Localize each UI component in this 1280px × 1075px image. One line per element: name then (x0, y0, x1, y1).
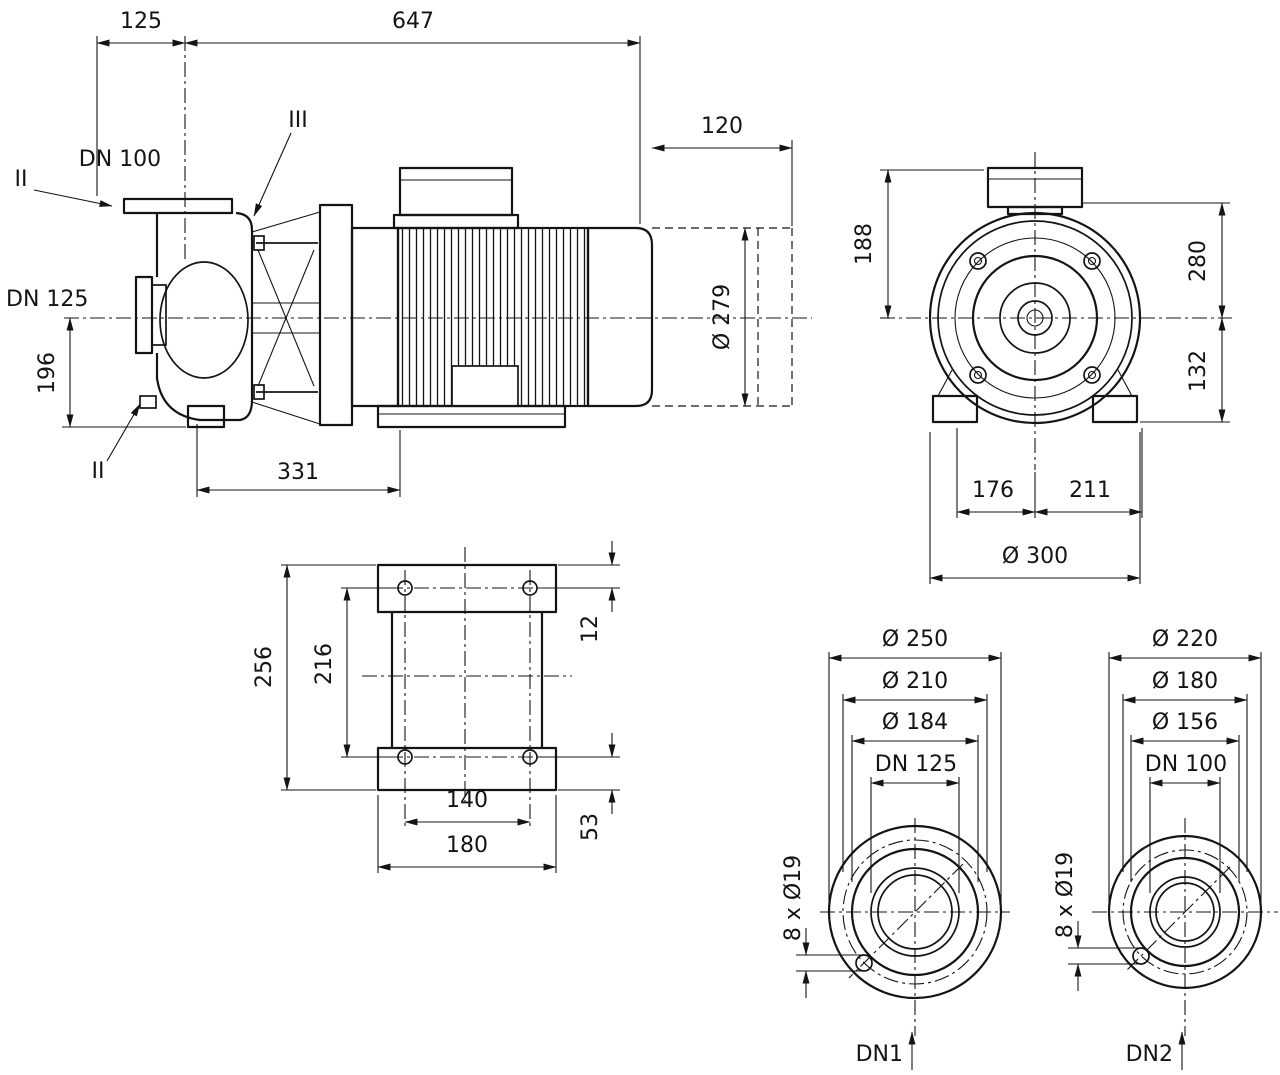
marker-iii-text: III (288, 108, 307, 133)
dim-text-120: 120 (701, 114, 743, 139)
dim-dia-156: Ø 156 (1130, 710, 1240, 882)
flange1-bolt-hole (855, 954, 873, 972)
flange-dn125-view: Ø 250 Ø 210 Ø 184 DN 125 8 x Ø19 (781, 627, 1010, 1070)
dim-text-132: 132 (1186, 350, 1211, 392)
dim-180: 180 (377, 795, 557, 873)
flange-dn100-view: Ø 220 Ø 180 Ø 156 DN 100 8 x Ø19 (1053, 627, 1278, 1070)
dim-text-dia220: Ø 220 (1152, 627, 1218, 652)
pump-volute (139, 211, 254, 422)
dim-text-12: 12 (578, 615, 603, 643)
fan-removal-clearance (652, 227, 793, 407)
dim-280: 280 (1082, 202, 1230, 319)
dim-text-dn100: DN 100 (1145, 752, 1227, 777)
dim-331: 331 (196, 424, 401, 497)
dim-text-331: 331 (277, 460, 319, 485)
mounting-holes (397, 580, 538, 765)
dim-text-280: 280 (1186, 240, 1211, 282)
dim-dn125: DN 125 (870, 752, 960, 893)
dim-flange2-bolt-holes: 8 x Ø19 (1053, 852, 1139, 991)
dim-53: 53 (539, 733, 620, 841)
dim-211: 211 (1034, 428, 1143, 518)
port-label-dn2: DN2 (1126, 1031, 1186, 1070)
lantern-bracket (251, 211, 321, 425)
dim-text-256: 256 (252, 646, 277, 688)
dim-text-180: 180 (446, 833, 488, 858)
dim-125: 125 (96, 9, 186, 196)
dim-dn100: DN 100 (1145, 752, 1227, 893)
pump-foot (186, 404, 226, 429)
dim-text-211: 211 (1069, 478, 1111, 503)
dim-text-dia156: Ø 156 (1152, 710, 1218, 735)
dim-text-216: 216 (312, 643, 337, 685)
base-view: 256 216 12 53 140 (252, 541, 620, 873)
dim-text-196: 196 (35, 352, 60, 394)
section-marker-ii-bottom: II (92, 403, 141, 484)
marker-ii-top-text: II (15, 167, 28, 192)
dim-text-dia184: Ø 184 (882, 710, 948, 735)
dim-text-188: 188 (852, 223, 877, 265)
dim-188: 188 (852, 169, 984, 319)
dim-text-140: 140 (446, 788, 488, 813)
dim-dia-180: Ø 180 (1122, 669, 1248, 872)
flange2-circles (1107, 834, 1263, 990)
flange1-circles (827, 824, 1003, 1000)
label-dn125: DN 125 (6, 287, 88, 312)
dim-text-125: 125 (120, 9, 162, 34)
side-view: 125 647 120 Ø 279 196 331 DN 100 DN (6, 9, 812, 497)
dim-12: 12 (539, 541, 620, 643)
dim-647: 647 (184, 9, 641, 224)
dim-140: 140 (404, 788, 531, 826)
dim-196: 196 (35, 317, 186, 428)
dim-text-dia279: Ø 279 (710, 284, 735, 350)
dim-dia-220: Ø 220 (1108, 627, 1262, 905)
dim-132: 132 (1140, 317, 1230, 423)
dim-flange1-bolt-holes: 8 x Ø19 (781, 855, 862, 998)
dim-text-flange1-holes: 8 x Ø19 (781, 855, 806, 941)
label-dn100: DN 100 (79, 147, 161, 172)
flange-bolts (969, 252, 1101, 384)
dim-text-dia180: Ø 180 (1152, 669, 1218, 694)
dim-120: 120 (651, 114, 793, 226)
suction-flange (134, 275, 167, 355)
front-terminal-box (986, 166, 1084, 216)
dim-text-647: 647 (392, 9, 434, 34)
dim-text-dia210: Ø 210 (882, 669, 948, 694)
dim-256: 256 (252, 564, 376, 791)
dim-dia-184: Ø 184 (851, 710, 979, 882)
dim-text-flange2-holes: 8 x Ø19 (1053, 852, 1078, 938)
section-marker-ii-top: II (15, 167, 113, 207)
dim-text-53: 53 (578, 813, 603, 841)
dim-216: 216 (312, 587, 396, 758)
label-dn1-text: DN1 (856, 1042, 903, 1067)
dim-dia-279: Ø 279 (710, 227, 749, 407)
terminal-box (392, 166, 520, 230)
dim-dia-210: Ø 210 (842, 669, 988, 872)
dim-text-dia250: Ø 250 (882, 627, 948, 652)
base-centerlines (362, 547, 572, 830)
discharge-flange (122, 197, 234, 215)
label-dn2-text: DN2 (1126, 1042, 1173, 1067)
section-marker-iii: III (253, 108, 308, 217)
dim-text-176: 176 (972, 478, 1014, 503)
front-view: 188 280 132 176 211 Ø 300 (852, 152, 1232, 584)
dim-dia-250: Ø 250 (828, 627, 1002, 905)
dim-text-dn125: DN 125 (875, 752, 957, 777)
port-label-dn1: DN1 (856, 1031, 916, 1070)
motor-foot (376, 404, 567, 429)
dim-dia-300: Ø 300 (929, 432, 1141, 584)
front-feet (931, 369, 1139, 424)
dim-text-dia300: Ø 300 (1002, 544, 1068, 569)
marker-ii-bottom-text: II (92, 459, 105, 484)
flange2-bolt-hole (1132, 947, 1150, 965)
